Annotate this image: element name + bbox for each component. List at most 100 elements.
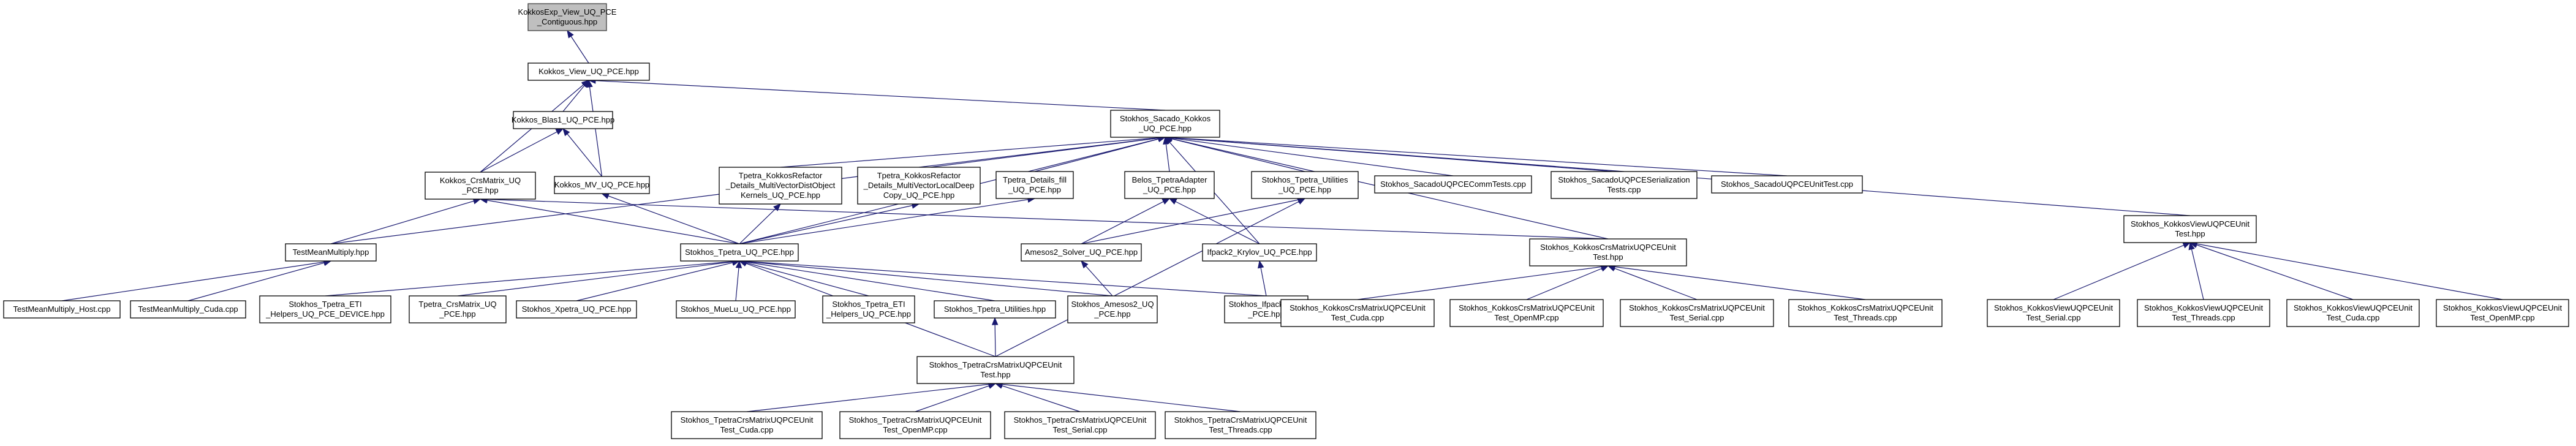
node-label: _PCE.hpp <box>1093 309 1130 319</box>
node-commtests[interactable]: Stokhos_SacadoUQPCECommTests.cpp <box>1374 175 1532 194</box>
node-tmmcuda[interactable]: TestMeanMultiply_Cuda.cpp <box>130 300 246 319</box>
node-label: Stokhos_TpetraCrsMatrixUQPCEUnit <box>849 415 982 425</box>
node-box <box>285 243 377 262</box>
edge-kviewunit-to-kvthreads <box>2189 242 2204 300</box>
arrowhead-tpcrsunit-to-tcopenmp <box>988 382 997 389</box>
node-tputil[interactable]: Stokhos_Tpetra_Utilities.hpp <box>934 300 1056 319</box>
node-box <box>839 411 991 439</box>
node-kvthreads[interactable]: Stokhos_KokkosViewUQPCEUnitTest_Threads.… <box>2137 299 2270 327</box>
edge-tpkreflocal-to-stpetra <box>739 203 920 244</box>
node-label: Test_Serial.cpp <box>1053 425 1108 434</box>
node-label: KokkosExp_View_UQ_PCE <box>518 7 617 17</box>
edge-stpetra-to-tpcrs <box>457 260 740 297</box>
node-stputil[interactable]: Stokhos_Tpetra_Utilities_UQ_PCE.hpp <box>1251 171 1359 199</box>
node-ssacado[interactable]: Stokhos_Sacado_Kokkos_UQ_PCE.hpp <box>1110 110 1220 138</box>
node-label: _PCE.hpp <box>1247 309 1284 319</box>
node-box <box>1251 171 1359 199</box>
node-kblas[interactable]: Kokkos_Blas1_UQ_PCE.hpp <box>512 111 614 129</box>
edge-stpetra-to-tputil <box>739 260 995 301</box>
node-label: Stokhos_KokkosViewUQPCEUnit <box>2144 303 2264 312</box>
node-tpcrs[interactable]: Tpetra_CrsMatrix_UQ_PCE.hpp <box>409 295 507 323</box>
node-label: Tpetra_KokkosRefactor <box>739 171 823 180</box>
node-label: _Helpers_UQ_PCE_DEVICE.hpp <box>265 309 385 319</box>
node-box <box>1449 299 1604 327</box>
node-tpkreflocal[interactable]: Tpetra_KokkosRefactor_Details_MultiVecto… <box>857 167 981 205</box>
edge-kcrsunit-to-kccuda <box>1357 265 1609 300</box>
node-label: Kokkos_View_UQ_PCE.hpp <box>538 67 639 76</box>
edge-tmm-to-tmmhost <box>61 260 331 301</box>
node-box <box>1374 175 1532 194</box>
node-label: Test_Cuda.cpp <box>1331 313 1384 322</box>
node-tpfill[interactable]: Tpetra_Details_fill_UQ_PCE.hpp <box>995 171 1074 199</box>
node-label: Kernels_UQ_PCE.hpp <box>741 191 820 200</box>
node-tcthreads[interactable]: Stokhos_TpetraCrsMatrixUQPCEUnitTest_Thr… <box>1165 411 1316 439</box>
node-kcthreads[interactable]: Stokhos_KokkosCrsMatrixUQPCEUnitTest_Thr… <box>1788 299 1943 327</box>
node-label: Stokhos_KokkosViewUQPCEUnit <box>2131 219 2250 229</box>
edge-kcrs-to-kcrsunit <box>480 198 1609 240</box>
node-label: Stokhos_TpetraCrsMatrixUQPCEUnit <box>1174 415 1307 425</box>
node-label: Stokhos_KokkosCrsMatrixUQPCEUnit <box>1459 303 1595 312</box>
node-stpetra[interactable]: Stokhos_Tpetra_UQ_PCE.hpp <box>680 243 799 262</box>
node-label: Test_Threads.cpp <box>1209 425 1272 434</box>
node-kmv[interactable]: Kokkos_MV_UQ_PCE.hpp <box>554 176 650 194</box>
node-eti[interactable]: Stokhos_Tpetra_ETI_Helpers_UQ_PCE_DEVICE… <box>259 295 391 323</box>
node-kcopenmp[interactable]: Stokhos_KokkosCrsMatrixUQPCEUnitTest_Ope… <box>1449 299 1604 327</box>
node-label: TestMeanMultiply_Cuda.cpp <box>138 304 238 314</box>
node-kcrs[interactable]: Kokkos_CrsMatrix_UQ_PCE.hpp <box>425 172 536 200</box>
node-label: Test_OpenMP.cpp <box>1494 313 1558 322</box>
node-kccuda[interactable]: Stokhos_KokkosCrsMatrixUQPCEUnitTest_Cud… <box>1280 299 1435 327</box>
node-label: Belos_TpetraAdapter <box>1132 175 1208 184</box>
arrowhead-amesos2solver-to-amesos2 <box>1081 260 1089 269</box>
node-kcserial[interactable]: Stokhos_KokkosCrsMatrixUQPCEUnitTest_Ser… <box>1620 299 1774 327</box>
node-label: Kokkos_CrsMatrix_UQ <box>440 176 521 185</box>
node-tcopenmp[interactable]: Stokhos_TpetraCrsMatrixUQPCEUnitTest_Ope… <box>839 411 991 439</box>
node-tmm[interactable]: TestMeanMultiply.hpp <box>285 243 377 262</box>
node-unittestcpp[interactable]: Stokhos_SacadoUQPCEUnitTest.cpp <box>1711 175 1863 194</box>
node-tccuda[interactable]: Stokhos_TpetraCrsMatrixUQPCEUnitTest_Cud… <box>671 411 823 439</box>
arrowhead-kcrsunit-to-kcopenmp <box>1600 265 1609 272</box>
node-box <box>130 300 246 319</box>
node-amesos2solver[interactable]: Amesos2_Solver_UQ_PCE.hpp <box>1021 243 1142 262</box>
edge-kblas-to-kmv <box>562 128 602 177</box>
node-serialtests[interactable]: Stokhos_SacadoUQPCESerializationTests.cp… <box>1551 171 1698 199</box>
node-tpkrefdist[interactable]: Tpetra_KokkosRefactor_Details_MultiVecto… <box>719 167 842 205</box>
node-label: Stokhos_KokkosCrsMatrixUQPCEUnit <box>1540 243 1676 252</box>
node-label: Stokhos_MueLu_UQ_PCE.hpp <box>681 304 791 314</box>
node-box <box>1004 411 1156 439</box>
node-kvserial[interactable]: Stokhos_KokkosViewUQPCEUnitTest_Serial.c… <box>1987 299 2120 327</box>
edge-kmv-to-stpetra <box>602 193 740 244</box>
arrowhead-kviewunit-to-kvthreads <box>2188 241 2195 251</box>
node-box <box>1124 171 1215 199</box>
node-box <box>1110 110 1220 138</box>
node-amesos2[interactable]: Stokhos_Amesos2_UQ_PCE.hpp <box>1067 295 1158 323</box>
node-eti2[interactable]: Stokhos_Tpetra_ETI_Helpers_UQ_PCE.hpp <box>822 295 915 323</box>
node-label: _UQ_PCE.hpp <box>1138 124 1192 133</box>
node-label: _UQ_PCE.hpp <box>1008 185 1061 194</box>
node-label: _Details_MultiVectorDistObject <box>725 181 836 190</box>
node-kview[interactable]: Kokkos_View_UQ_PCE.hpp <box>527 62 650 81</box>
node-tmmhost[interactable]: TestMeanMultiply_Host.cpp <box>3 300 121 319</box>
node-muelu[interactable]: Stokhos_MueLu_UQ_PCE.hpp <box>676 300 796 319</box>
node-label: Test.hpp <box>1593 252 1623 262</box>
node-box <box>995 171 1074 199</box>
edge-ssacado-to-tpkreflocal <box>918 137 1166 168</box>
node-label: Stokhos_Tpetra_Utilities.hpp <box>944 304 1046 314</box>
node-xpetra[interactable]: Stokhos_Xpetra_UQ_PCE.hpp <box>516 300 637 319</box>
node-label: Kokkos_MV_UQ_PCE.hpp <box>554 180 649 189</box>
node-belos[interactable]: Belos_TpetraAdapter_UQ_PCE.hpp <box>1124 171 1215 199</box>
edge-kview-to-ssacado <box>588 80 1166 111</box>
arrowhead-kview-to-kcrs <box>581 80 590 88</box>
node-kvopenmp[interactable]: Stokhos_KokkosViewUQPCEUnitTest_OpenMP.c… <box>2436 299 2569 327</box>
node-label: Test_Serial.cpp <box>2026 313 2081 322</box>
node-label: Stokhos_TpetraCrsMatrixUQPCEUnit <box>929 360 1062 369</box>
arrowhead-belos-to-amesos2solver <box>1161 198 1171 205</box>
node-ifpackkrylov[interactable]: Ifpack2_Krylov_UQ_PCE.hpp <box>1202 243 1317 262</box>
node-label: Kokkos_Blas1_UQ_PCE.hpp <box>512 115 614 124</box>
edge-kviewunit-to-kvcuda <box>2189 242 2354 300</box>
node-tcserial[interactable]: Stokhos_TpetraCrsMatrixUQPCEUnitTest_Ser… <box>1004 411 1156 439</box>
node-label: Test_Cuda.cpp <box>720 425 774 434</box>
